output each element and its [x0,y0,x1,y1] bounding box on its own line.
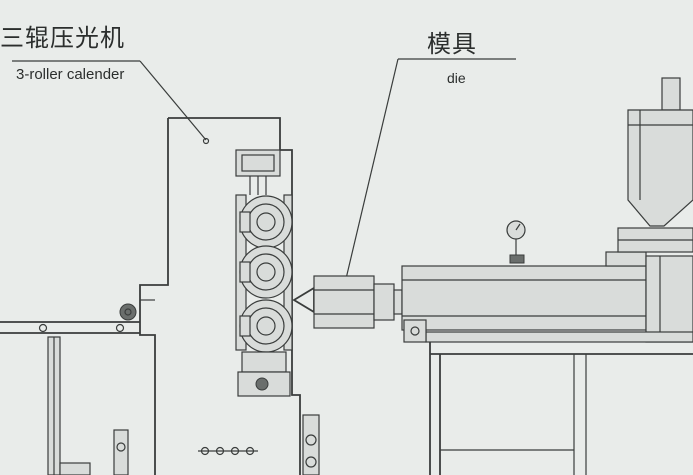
extruder-barrel [401,227,693,343]
roller-middle [239,245,293,299]
leader-calender [12,60,210,145]
calender-title-chinese: 三辊压光机 [0,24,125,52]
extruder-base-frame [403,319,693,475]
die-title-english: die [447,70,466,86]
roller-top [239,195,293,249]
roller-bottom [239,299,293,353]
hopper [627,77,693,227]
pressure-gauge-icon [506,220,526,264]
leader-die [340,58,516,289]
calender-title-english: 3-roller calender [16,66,125,83]
die-body [292,275,403,329]
calender-base [198,351,320,475]
die-title-chinese: 模具 [427,30,477,58]
conveyor-table [0,303,140,475]
